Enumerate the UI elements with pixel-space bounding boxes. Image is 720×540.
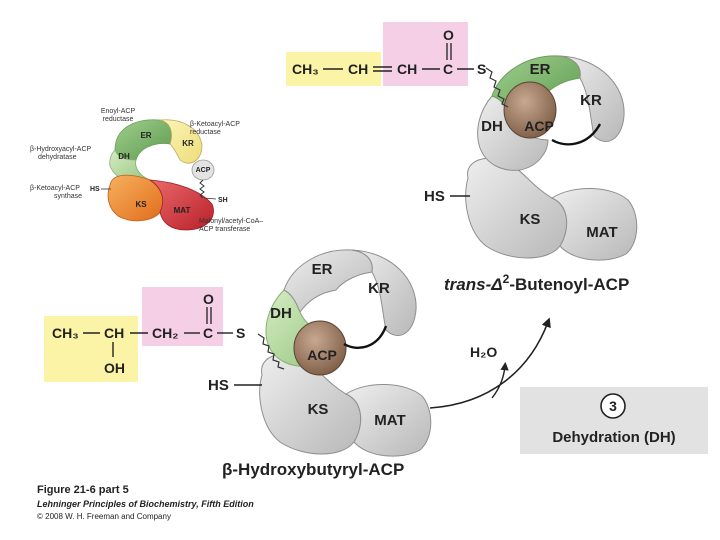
- small-kr-label: KR: [182, 139, 194, 148]
- product-name-prefix: trans-Δ: [444, 275, 503, 294]
- figure-copyright: © 2008 W. H. Freeman and Company: [37, 512, 171, 521]
- step-number-circle: [600, 393, 626, 419]
- product-acp-label: ACP: [524, 118, 554, 134]
- figure-book: Lehninger Principles of Biochemistry, Fi…: [37, 499, 254, 509]
- reactant-mat-label: MAT: [374, 412, 405, 429]
- small-dh-label: DH: [118, 152, 130, 161]
- product-er-label: ER: [530, 61, 551, 78]
- small-kr-domain: [159, 119, 203, 164]
- product-o: O: [443, 27, 454, 43]
- reactant-pink-box: [142, 287, 223, 346]
- reactant-pantetheine-arm: [257, 333, 285, 370]
- label-kr-line2: reductase: [190, 129, 221, 136]
- product-ch-b: CH: [397, 61, 417, 77]
- reactant-ks-label: KS: [308, 401, 329, 418]
- reaction-arrow: [429, 317, 551, 409]
- small-er-label: ER: [140, 131, 151, 140]
- reactant-ch3: CH₃: [52, 325, 79, 341]
- reactant-complex: ER KR DH ACP KS MAT HS β-Hydroxybutyryl-…: [208, 249, 432, 479]
- product-structure: CH₃ CH CH C O S: [286, 22, 486, 86]
- reactant-o: O: [203, 291, 214, 307]
- reactant-dh-label: DH: [270, 305, 292, 322]
- reactant-ch: CH: [104, 325, 124, 341]
- product-name: trans-Δ2-Butenoyl-ACP: [444, 272, 629, 294]
- reactant-hs-label: HS: [208, 377, 229, 394]
- product-hs-label: HS: [424, 188, 445, 205]
- reactant-ch2: CH₂: [152, 325, 178, 341]
- label-dh-line1: β-Hydroxyacyl-ACP: [30, 146, 92, 153]
- reactant-yellow-box: [44, 316, 138, 382]
- product-acp-domain: [503, 81, 557, 139]
- reactant-er-label: ER: [312, 261, 333, 278]
- product-pantetheine-arm: [485, 67, 509, 108]
- product-mat-domain: [550, 188, 638, 261]
- label-mat-line1: Malonyl/acetyl-CoA–: [199, 218, 263, 225]
- reactant-kr-domain: [351, 249, 417, 336]
- small-thiol-bond: [203, 197, 217, 200]
- label-ks-line2: synthase: [54, 193, 82, 200]
- small-acp-label: ACP: [196, 167, 211, 174]
- product-ks-domain: [465, 157, 568, 259]
- reactant-acp-domain: [293, 320, 347, 376]
- reactant-c: C: [203, 325, 213, 341]
- product-dh-label: DH: [481, 118, 503, 135]
- label-er-line1: Enoyl-ACP: [101, 108, 136, 115]
- reactant-er-domain: [283, 249, 373, 314]
- product-kr-pointer: [551, 123, 602, 146]
- reactant-kr-label: KR: [368, 280, 390, 297]
- small-mat-domain: [148, 179, 214, 231]
- product-name-sup: 2: [503, 272, 510, 286]
- reactant-oh: OH: [104, 360, 125, 376]
- label-er-line2: reductase: [103, 116, 134, 123]
- water-label: H₂O: [470, 344, 497, 360]
- product-ch3: CH₃: [292, 61, 319, 77]
- step-label: Dehydration (DH): [552, 429, 675, 446]
- small-pantetheine-arm: [199, 179, 205, 199]
- small-hs-label: HS: [90, 186, 100, 193]
- label-kr-line1: β-Ketoacyl-ACP: [190, 121, 240, 128]
- label-dh-line2: dehydratase: [38, 154, 77, 161]
- small-complex: ER KR DH KS MAT ACP SH HS Enoyl-ACP redu…: [30, 108, 263, 233]
- reaction: H₂O 3 Dehydration (DH): [429, 317, 708, 454]
- product-ch-a: CH: [348, 61, 368, 77]
- product-pink-box: [383, 22, 468, 86]
- product-ks-label: KS: [520, 211, 541, 228]
- water-release-arrow: [491, 361, 509, 399]
- product-name-suffix: -Butenoyl-ACP: [509, 275, 629, 294]
- reactant-mat-domain: [344, 384, 432, 457]
- product-complex: ER KR DH ACP KS MAT HS trans-Δ2-Butenoyl…: [424, 55, 638, 294]
- product-mat-label: MAT: [586, 224, 617, 241]
- label-mat-line2: ACP transferase: [199, 226, 250, 233]
- reactant-s: S: [236, 325, 245, 341]
- reactant-name: β-Hydroxybutyryl-ACP: [222, 460, 404, 479]
- figure-title: Figure 21-6 part 5: [37, 484, 129, 496]
- product-c: C: [443, 61, 453, 77]
- reactant-structure: CH₃ CH OH CH₂ C O S: [44, 287, 245, 382]
- small-ks-label: KS: [135, 200, 147, 209]
- product-kr-domain: [559, 55, 625, 142]
- step-number: 3: [609, 398, 617, 414]
- small-thiol-label: SH: [218, 197, 228, 204]
- reactant-acp-label: ACP: [307, 347, 337, 363]
- small-mat-label: MAT: [174, 206, 191, 215]
- reactant-kr-pointer: [343, 325, 388, 349]
- product-s: S: [477, 61, 486, 77]
- label-ks-line1: β-Ketoacyl-ACP: [30, 185, 80, 192]
- product-kr-label: KR: [580, 92, 602, 109]
